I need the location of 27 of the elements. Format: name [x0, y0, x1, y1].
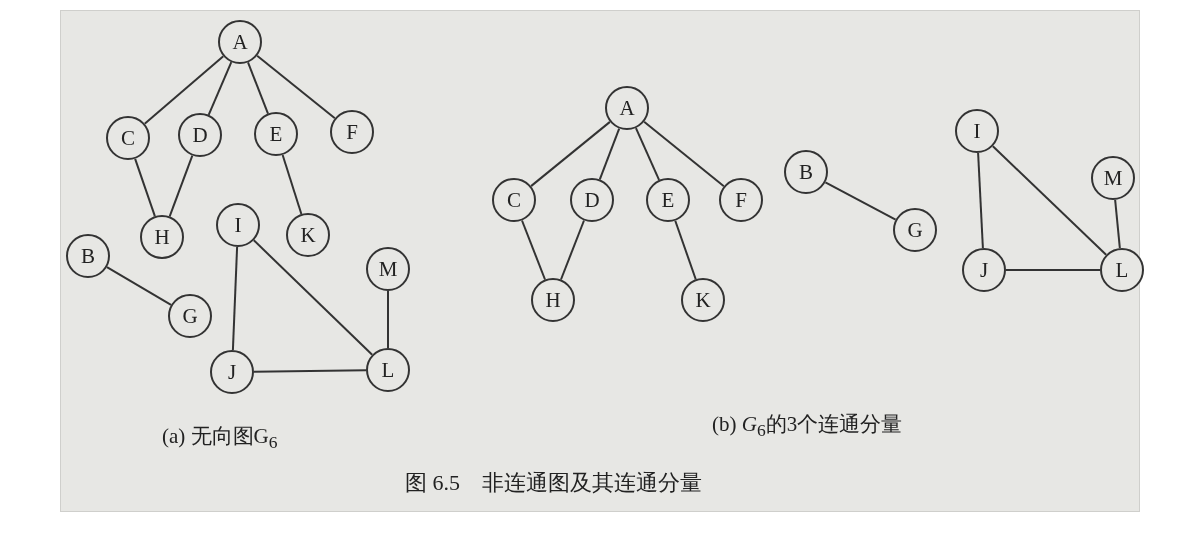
- edge-line: [105, 266, 173, 306]
- edge-line: [247, 61, 269, 115]
- edge-line: [674, 219, 697, 281]
- edge-line: [634, 127, 661, 181]
- edge-line: [134, 157, 156, 218]
- edge-line: [207, 61, 233, 116]
- edge-line: [256, 54, 336, 120]
- subfigure-caption: (b) G$_{6}$的3个连通分量: [712, 411, 903, 442]
- edge-line: [560, 219, 585, 281]
- edge-line: [991, 145, 1108, 256]
- edge-line: [1114, 198, 1121, 250]
- edge-line: [643, 120, 725, 188]
- edge-line: [521, 219, 546, 281]
- edge-line: [977, 151, 984, 250]
- edge-line: [387, 290, 389, 349]
- edge-line: [252, 239, 374, 356]
- subfigure-caption: (a) 无向图G$_{6}$: [162, 423, 278, 454]
- figure-caption: 图 6.5 非连通图及其连通分量: [405, 469, 702, 497]
- edge-line: [143, 55, 225, 125]
- edge-line: [530, 120, 611, 188]
- edge-line: [168, 154, 194, 218]
- edge-line: [253, 369, 367, 373]
- edge-line: [231, 246, 239, 351]
- edge-line: [281, 153, 303, 216]
- edge-line: [598, 127, 621, 181]
- edge-line: [824, 181, 897, 221]
- edge-line: [1005, 269, 1101, 271]
